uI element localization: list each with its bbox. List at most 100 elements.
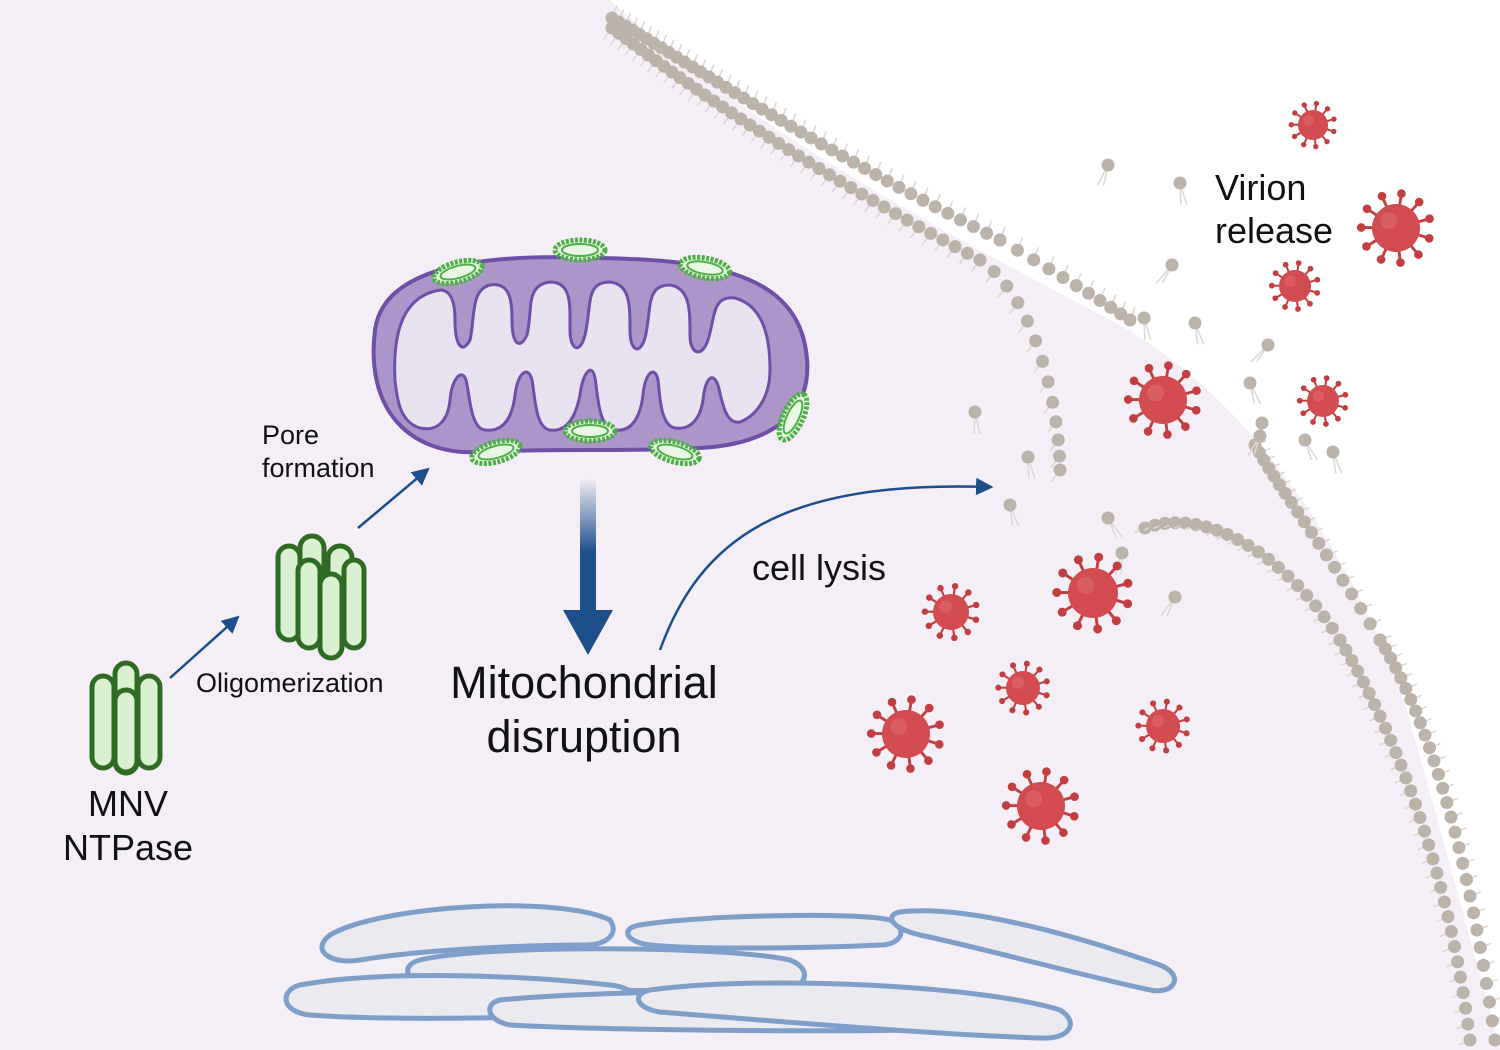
virion-icon bbox=[1288, 100, 1337, 150]
lipid-head bbox=[1394, 671, 1408, 685]
lipid-head bbox=[1261, 552, 1275, 566]
lipid-head bbox=[1434, 880, 1448, 894]
lipid-head bbox=[1459, 872, 1473, 886]
lipid-head bbox=[1220, 527, 1234, 541]
mito-disruption-label-line1: Mitochondrial bbox=[450, 657, 718, 708]
lipid-head bbox=[889, 207, 903, 221]
lipid-head bbox=[1345, 587, 1359, 601]
lipid-head bbox=[980, 226, 994, 240]
ntpase-oligomer-icon bbox=[275, 533, 367, 661]
lipid-head bbox=[1488, 1033, 1500, 1047]
lipid-head bbox=[1281, 569, 1295, 583]
lipid-head bbox=[966, 220, 980, 234]
lipid-head bbox=[1485, 1014, 1499, 1028]
lipid-head bbox=[1011, 296, 1025, 310]
lipid-head bbox=[960, 246, 974, 260]
lipid-head bbox=[1148, 518, 1162, 532]
lipid-head bbox=[1418, 728, 1432, 742]
lipid-head bbox=[900, 213, 914, 227]
lipid-head bbox=[1430, 866, 1444, 880]
lipid-head bbox=[1291, 579, 1305, 593]
lipid-head bbox=[743, 118, 757, 132]
ntpase-monomer-icon bbox=[89, 660, 163, 776]
pore-formation-label-line2: formation bbox=[262, 453, 375, 483]
lipid-head bbox=[784, 119, 798, 133]
lipid-head bbox=[1356, 675, 1370, 689]
lipid-head bbox=[1389, 661, 1403, 675]
virion-icon bbox=[921, 582, 980, 642]
lipid-head bbox=[1000, 279, 1014, 293]
lipid-head bbox=[855, 187, 869, 201]
mito-disruption-label-line2: disruption bbox=[486, 711, 681, 762]
lipid-head bbox=[1271, 560, 1285, 574]
lipid-head bbox=[734, 112, 748, 126]
lipid-head bbox=[1251, 545, 1265, 559]
membrane-pore-icon bbox=[648, 437, 702, 467]
lipid-head bbox=[1448, 940, 1462, 954]
endoplasmic-reticulum-icon bbox=[283, 903, 1177, 1041]
lipid-head bbox=[1020, 314, 1034, 328]
lipid-head bbox=[762, 130, 776, 144]
lipid-head bbox=[1417, 824, 1431, 838]
lipid-head bbox=[1456, 986, 1470, 1000]
lipid-head bbox=[1427, 754, 1441, 768]
lipid-head bbox=[1444, 925, 1458, 939]
lipid-head bbox=[1082, 286, 1096, 300]
virion-icon bbox=[1268, 260, 1321, 312]
free-lipid bbox=[1243, 376, 1262, 405]
lipid-head bbox=[1467, 906, 1481, 920]
virion-release-label-line1: Virion bbox=[1215, 167, 1306, 208]
lipid-head bbox=[1328, 560, 1342, 574]
lipid-head bbox=[792, 149, 806, 163]
oligomerization-label: Oligomerization bbox=[196, 668, 384, 698]
lipid-head bbox=[812, 161, 826, 175]
lipid-head bbox=[912, 220, 926, 234]
lipid-head bbox=[846, 155, 860, 169]
lipid-head bbox=[804, 131, 818, 145]
lipid-head bbox=[1241, 538, 1255, 552]
lipid-head bbox=[782, 143, 796, 157]
lipid-bilayer-icon bbox=[602, 5, 1500, 1047]
lipid-head bbox=[1309, 599, 1323, 613]
lipid-head bbox=[869, 168, 883, 182]
lipid-head bbox=[1046, 395, 1060, 409]
lipid-head bbox=[814, 137, 828, 151]
lipid-head bbox=[1291, 505, 1305, 519]
lipid-head bbox=[1404, 784, 1418, 798]
lipid-head bbox=[1452, 841, 1466, 855]
lipid-head bbox=[1453, 970, 1467, 984]
virion-icon bbox=[1356, 189, 1434, 267]
lipid-head bbox=[1463, 1033, 1477, 1047]
lipid-head bbox=[1378, 721, 1392, 735]
lipid-head bbox=[877, 200, 891, 214]
pore-formation-arrow bbox=[357, 467, 430, 529]
lipid-head bbox=[1333, 633, 1347, 647]
virion-icon bbox=[995, 660, 1050, 716]
lipid-head bbox=[802, 155, 816, 169]
process-arrows bbox=[169, 467, 994, 679]
membrane-pore-icon bbox=[469, 437, 523, 467]
free-lipid bbox=[1101, 511, 1123, 538]
lipid-head bbox=[1010, 243, 1024, 257]
lipid-head bbox=[928, 200, 942, 214]
virions bbox=[866, 100, 1434, 845]
lipid-head bbox=[1049, 415, 1063, 429]
virion-icon bbox=[1296, 375, 1349, 427]
membrane-pore-icon bbox=[677, 254, 733, 282]
lipid-head bbox=[1368, 698, 1382, 712]
lipid-head bbox=[755, 102, 769, 116]
lipid-head bbox=[948, 240, 962, 254]
lipid-head bbox=[904, 187, 918, 201]
lipid-head bbox=[1476, 958, 1490, 972]
lipid-head bbox=[1440, 796, 1454, 809]
lipid-head bbox=[1384, 733, 1398, 747]
lipid-head bbox=[973, 253, 987, 267]
mnv-label-line2: NTPase bbox=[63, 827, 193, 868]
lipid-head bbox=[1413, 811, 1427, 824]
lipid-head bbox=[774, 113, 788, 127]
virion-icon bbox=[1052, 552, 1133, 634]
lipid-head bbox=[823, 168, 837, 182]
lipid-head bbox=[1362, 686, 1376, 700]
